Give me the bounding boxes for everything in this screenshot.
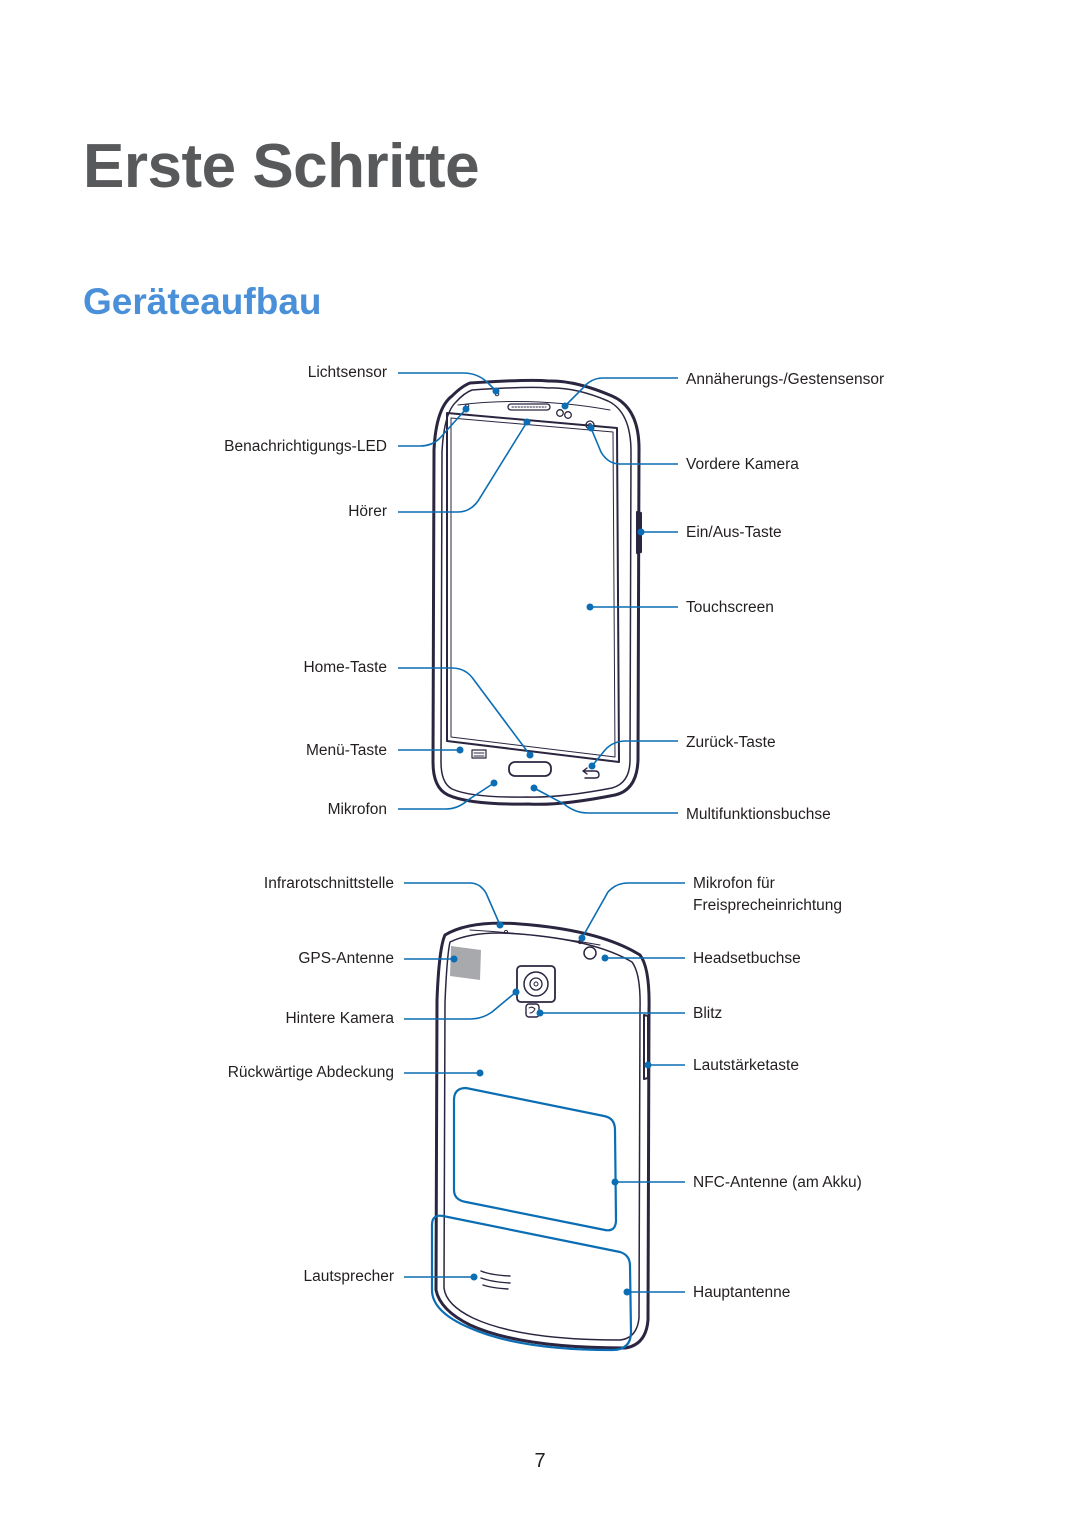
label-volume-key: Lautstärketaste xyxy=(693,1057,799,1074)
label-menu-key: Menü-Taste xyxy=(306,742,387,759)
rear-camera-module xyxy=(516,965,556,1003)
nfc-antenna-area xyxy=(452,1086,618,1232)
label-power-key: Ein/Aus-Taste xyxy=(686,524,782,541)
label-gps-antenna: GPS-Antenne xyxy=(298,950,394,967)
label-speakerphone-mic-line1: Mikrofon für xyxy=(693,875,775,892)
main-antenna-area xyxy=(430,1214,633,1352)
label-front-camera: Vordere Kamera xyxy=(686,456,799,473)
gps-antenna-area xyxy=(450,946,481,980)
label-proximity-sensor: Annäherungs-/Gestensensor xyxy=(686,371,885,388)
label-infrared: Infrarotschnittstelle xyxy=(263,875,394,892)
back-device-outer xyxy=(434,921,651,1350)
page-number: 7 xyxy=(534,1450,546,1472)
chapter-title: Erste Schritte xyxy=(83,132,480,201)
earpiece-grille xyxy=(507,403,551,411)
label-speaker: Lautsprecher xyxy=(303,1268,394,1285)
section-title: Geräteaufbau xyxy=(83,281,322,322)
label-notification-led: Benachrichtigungs-LED xyxy=(224,438,387,455)
label-light-sensor: Lichtsensor xyxy=(307,364,387,381)
back-device xyxy=(434,921,651,1350)
label-main-antenna: Hauptantenne xyxy=(693,1284,791,1301)
power-key-shape xyxy=(636,511,642,554)
volume-key-shape xyxy=(643,1014,649,1080)
label-multipurpose-jack: Multifunktionsbuchse xyxy=(686,806,831,823)
label-touchscreen: Touchscreen xyxy=(686,599,774,616)
label-earpiece: Hörer xyxy=(348,503,387,520)
front-device-bezel xyxy=(440,386,632,798)
label-back-cover: Rückwärtige Abdeckung xyxy=(227,1064,394,1081)
label-speakerphone-mic-line2: Freisprecheinrichtung xyxy=(693,897,843,914)
label-flash: Blitz xyxy=(693,1005,723,1022)
label-nfc-antenna: NFC-Antenne (am Akku) xyxy=(693,1174,862,1191)
home-key-shape xyxy=(508,761,552,777)
callout-dots xyxy=(450,387,652,1296)
callout-lines xyxy=(398,372,685,1293)
label-microphone: Mikrofon xyxy=(327,801,387,818)
label-rear-camera: Hintere Kamera xyxy=(285,1010,394,1027)
front-device xyxy=(431,378,642,806)
label-home-key: Home-Taste xyxy=(303,659,387,676)
label-headset-jack: Headsetbuchse xyxy=(693,950,801,967)
front-device-outer xyxy=(431,378,641,806)
front-screen xyxy=(446,412,620,763)
label-back-key: Zurück-Taste xyxy=(686,734,776,751)
